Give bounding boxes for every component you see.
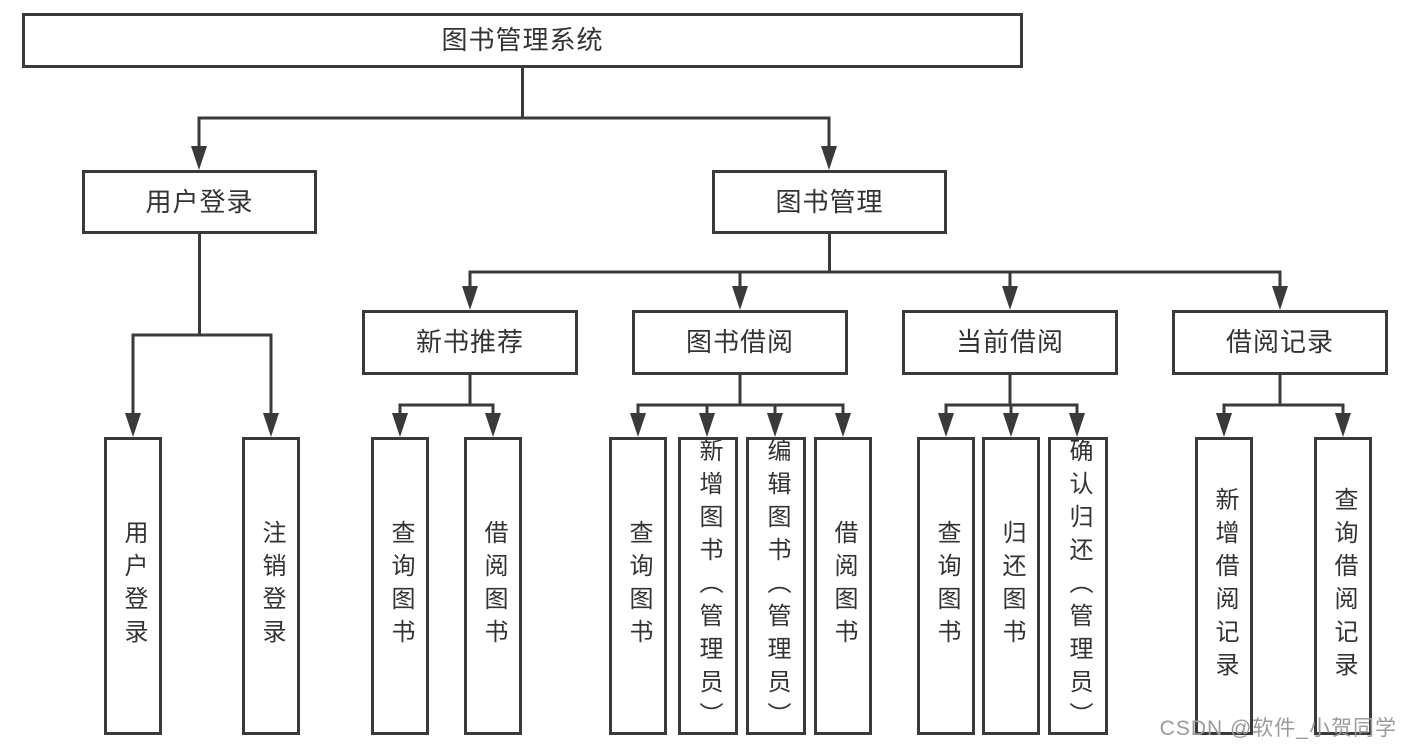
leaf-user-login: 用户登录 <box>104 437 162 735</box>
leaf-label: 归还图书 <box>998 520 1025 652</box>
node-new-book-recommend: 新书推荐 <box>362 310 578 375</box>
leaf-label: 查询图书 <box>387 520 414 652</box>
node-label: 新书推荐 <box>415 327 524 358</box>
leaf-confirm-return-admin: 确认归还（管理员） <box>1048 437 1108 735</box>
leaf-borrow-books: 借阅图书 <box>814 437 872 735</box>
node-label: 图书管理 <box>775 186 884 217</box>
leaf-label: 用户登录 <box>120 520 147 652</box>
node-label: 借阅记录 <box>1225 327 1334 358</box>
leaf-label: 编辑图书（管理员） <box>763 437 790 735</box>
leaf-label: 借阅图书 <box>480 520 507 652</box>
leaf-query-books: 查询图书 <box>609 437 667 735</box>
leaf-borrow-books: 借阅图书 <box>464 437 522 735</box>
node-book-management: 图书管理 <box>712 170 947 234</box>
leaf-query-borrow-record: 查询借阅记录 <box>1314 437 1372 735</box>
leaf-label: 查询借阅记录 <box>1330 487 1357 685</box>
node-label: 用户登录 <box>145 186 254 217</box>
leaf-label: 查询图书 <box>625 520 652 652</box>
leaf-edit-book-admin: 编辑图书（管理员） <box>746 437 806 735</box>
node-label: 当前借阅 <box>955 327 1064 358</box>
leaf-label: 新增图书（管理员） <box>695 437 722 735</box>
leaf-label: 借阅图书 <box>830 520 857 652</box>
leaf-logout: 注销登录 <box>242 437 300 735</box>
node-label: 图书管理系统 <box>441 25 604 56</box>
leaf-query-books: 查询图书 <box>917 437 975 735</box>
node-book-borrow: 图书借阅 <box>632 310 848 375</box>
node-library-system: 图书管理系统 <box>22 13 1023 68</box>
leaf-label: 查询图书 <box>933 520 960 652</box>
leaf-label: 注销登录 <box>258 520 285 652</box>
leaf-return-books: 归还图书 <box>982 437 1040 735</box>
node-borrow-records: 借阅记录 <box>1172 310 1388 375</box>
leaf-label: 确认归还（管理员） <box>1065 437 1092 735</box>
node-current-borrow: 当前借阅 <box>902 310 1118 375</box>
leaf-add-borrow-record: 新增借阅记录 <box>1195 437 1253 735</box>
leaf-query-books: 查询图书 <box>371 437 429 735</box>
node-user-login: 用户登录 <box>82 170 317 234</box>
leaf-label: 新增借阅记录 <box>1211 487 1238 685</box>
leaf-add-book-admin: 新增图书（管理员） <box>678 437 738 735</box>
csdn-watermark: CSDN @软件_小贺同学 <box>1159 717 1397 740</box>
node-label: 图书借阅 <box>685 327 794 358</box>
